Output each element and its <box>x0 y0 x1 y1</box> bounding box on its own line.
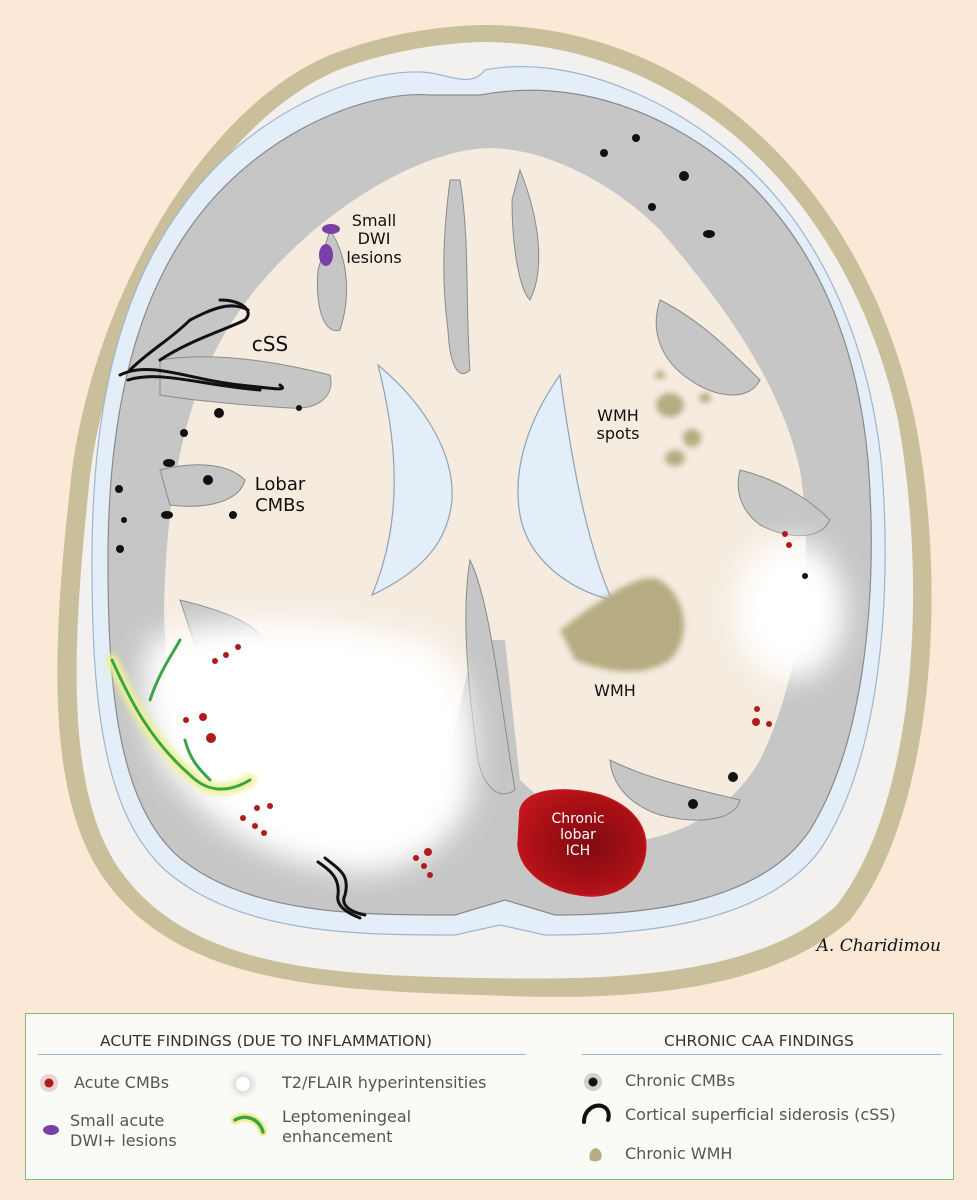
t2-flair-regions <box>143 540 845 872</box>
css-icon <box>582 1103 611 1124</box>
chronic-wmh <box>560 371 711 672</box>
acute-cmbs <box>183 531 792 878</box>
legend-t2-flair: T2/FLAIR hyperintensities <box>282 1073 487 1092</box>
label-ich: Chronic lobar ICH <box>551 811 605 860</box>
legend-css: Cortical superficial siderosis (cSS) <box>625 1105 896 1124</box>
left-ventricle <box>370 363 453 597</box>
css-lines <box>118 298 367 920</box>
dwi-lesions <box>319 224 340 266</box>
legend: ACUTE FINDINGS (DUE TO INFLAMMATION) CHR… <box>25 1013 954 1180</box>
label-css: cSS <box>251 332 289 356</box>
legend-acute-title: ACUTE FINDINGS (DUE TO INFLAMMATION) <box>100 1032 432 1050</box>
legend-chronic-divider <box>582 1054 942 1055</box>
chronic-lobar-ich <box>517 789 647 897</box>
chronic-wmh-icon <box>589 1148 602 1162</box>
acute-cmb-icon <box>40 1074 58 1092</box>
legend-acute-divider <box>38 1054 526 1055</box>
right-ventricle <box>517 373 614 601</box>
legend-chronic-title: CHRONIC CAA FINDINGS <box>664 1032 854 1050</box>
label-lobar-cmbs: Lobar CMBs <box>254 474 306 516</box>
label-wmh-spots: WMH spots <box>596 406 640 444</box>
legend-acute-cmbs: Acute CMBs <box>74 1073 170 1092</box>
dwi-lesion-icon <box>43 1125 59 1135</box>
label-wmh: WMH <box>594 681 636 700</box>
chronic-cmbs <box>115 134 808 809</box>
t2-flair-icon <box>232 1073 254 1095</box>
chronic-cmb-icon <box>584 1073 602 1091</box>
signature: A. Charidimou <box>816 936 941 956</box>
leptomeningeal-enhancement <box>106 638 256 796</box>
leptomeningeal-icon <box>230 1112 268 1137</box>
legend-dwi: Small acute DWI+ lesions <box>70 1111 177 1150</box>
brain-diagram <box>57 25 932 997</box>
legend-lepto: Leptomeningeal enhancement <box>282 1107 412 1146</box>
label-small-dwi: Small DWI lesions <box>346 211 402 267</box>
legend-chronic-cmbs: Chronic CMBs <box>625 1071 736 1090</box>
legend-chronic-wmh: Chronic WMH <box>625 1144 733 1163</box>
